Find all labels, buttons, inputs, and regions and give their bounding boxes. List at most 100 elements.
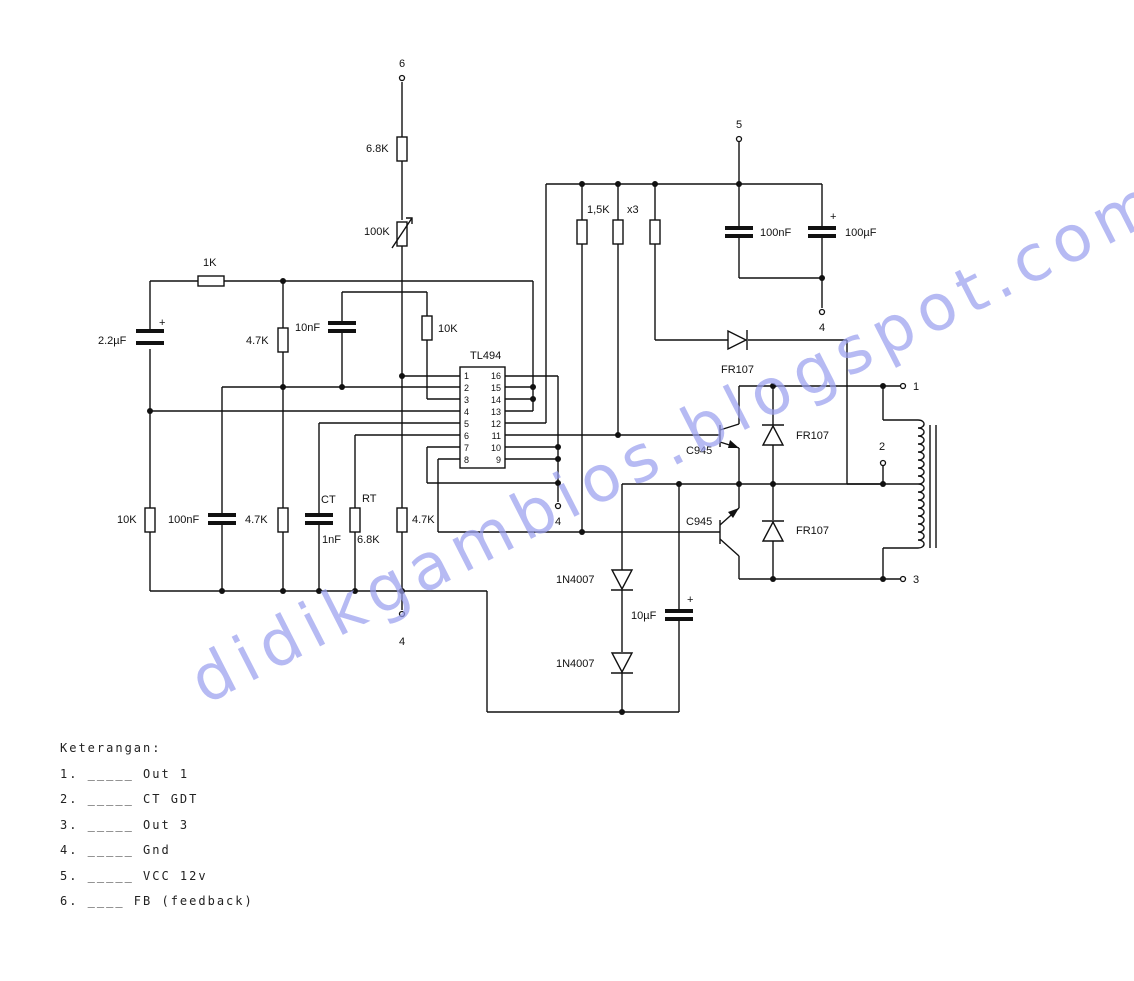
junction-dot bbox=[676, 481, 682, 487]
junction-dot bbox=[652, 181, 658, 187]
legend-item-1: 1. _____ Out 1 bbox=[60, 766, 190, 781]
ic-pin-13: 13 bbox=[491, 407, 501, 417]
resistor-1k5-b bbox=[612, 219, 624, 245]
resistor-4k7-c bbox=[396, 507, 408, 533]
resistor-1k bbox=[197, 275, 225, 287]
label-plus-100u: + bbox=[830, 211, 836, 223]
terminal-5-label: 5 bbox=[736, 119, 742, 131]
potentiometer-100k bbox=[391, 217, 413, 249]
ic-pin-16: 16 bbox=[491, 371, 501, 381]
terminal-2-label: 2 bbox=[879, 441, 885, 453]
resistor-10k-b bbox=[144, 507, 156, 533]
label-c945-a: C945 bbox=[686, 445, 712, 457]
label-6k8-top: 6.8K bbox=[366, 143, 389, 155]
resistor-1k5-c bbox=[649, 219, 661, 245]
transistors bbox=[719, 423, 740, 557]
label-ct: CT bbox=[321, 494, 336, 506]
capacitor-ct bbox=[305, 513, 333, 525]
diode-fr107-c bbox=[761, 520, 785, 542]
label-x3: x3 bbox=[627, 204, 639, 216]
junction-dot bbox=[530, 384, 536, 390]
resistors bbox=[144, 136, 661, 533]
junction-dot bbox=[770, 383, 776, 389]
ic-label: TL494 bbox=[470, 350, 501, 362]
ic-pin-3: 3 bbox=[464, 395, 469, 405]
junction-dot bbox=[352, 588, 358, 594]
label-1n4007-a: 1N4007 bbox=[556, 574, 595, 586]
label-10u: 10µF bbox=[631, 610, 657, 622]
label-c945-b: C945 bbox=[686, 516, 712, 528]
label-ct-val: 1nF bbox=[322, 534, 341, 546]
ic-pin-2: 2 bbox=[464, 383, 469, 393]
junction-dot bbox=[579, 181, 585, 187]
transformer bbox=[917, 419, 937, 549]
junction-dot bbox=[736, 481, 742, 487]
label-plus-2u2: + bbox=[159, 317, 165, 329]
junction-dots bbox=[147, 181, 886, 715]
watermark: didikgambios.blogspot.com bbox=[179, 163, 1134, 720]
terminal-6-label: 6 bbox=[399, 58, 405, 70]
ic-pin-11: 11 bbox=[492, 431, 501, 441]
junction-dot bbox=[280, 588, 286, 594]
label-plus-10u: + bbox=[687, 594, 693, 606]
junction-dot bbox=[880, 576, 886, 582]
transistor-c945-a bbox=[719, 423, 740, 449]
transistor-c945-b bbox=[719, 507, 740, 557]
component-labels: 6.8K 100K 1K 2.2µF + 4.7K 10nF 10K 10K 1… bbox=[98, 143, 877, 670]
junction-dot bbox=[219, 588, 225, 594]
label-1n4007-b: 1N4007 bbox=[556, 658, 595, 670]
label-4k7-a: 4.7K bbox=[246, 335, 269, 347]
diodes bbox=[610, 329, 785, 674]
legend-item-4: 4. _____ Gnd bbox=[60, 843, 171, 857]
label-1k5: 1,5K bbox=[587, 204, 610, 216]
resistor-4k7-a bbox=[277, 327, 289, 353]
junction-dot bbox=[399, 373, 405, 379]
capacitor-2u2 bbox=[136, 329, 164, 345]
diode-1n4007-b bbox=[610, 652, 634, 674]
junction-dot bbox=[316, 588, 322, 594]
terminal-3-label: 3 bbox=[913, 574, 919, 586]
resistor-1k5-a bbox=[576, 219, 588, 245]
label-100n-b: 100nF bbox=[760, 227, 791, 239]
ic-pin-5: 5 bbox=[464, 419, 469, 429]
terminal-4a-label: 4 bbox=[819, 322, 825, 334]
label-100n-a: 100nF bbox=[168, 514, 199, 526]
label-4k7-b: 4.7K bbox=[245, 514, 268, 526]
capacitor-10n bbox=[328, 321, 356, 333]
junction-dot bbox=[619, 709, 625, 715]
ic-pin-12: 12 bbox=[491, 419, 501, 429]
junction-dot bbox=[615, 432, 621, 438]
terminal-4b-label: 4 bbox=[555, 516, 561, 528]
ic-pin-1: 1 bbox=[464, 371, 469, 381]
ic-pin-15: 15 bbox=[491, 383, 501, 393]
ic-pin-4: 4 bbox=[464, 407, 469, 417]
capacitor-100n-b bbox=[725, 226, 753, 238]
legend-item-6: 6. ____ FB (feedback) bbox=[60, 894, 254, 908]
label-10n: 10nF bbox=[295, 322, 320, 334]
legend-item-2: 2. _____ CT GDT bbox=[60, 792, 199, 806]
capacitor-100u bbox=[808, 226, 836, 238]
label-1k: 1K bbox=[203, 257, 217, 269]
label-10k-b: 10K bbox=[117, 514, 137, 526]
junction-dot bbox=[339, 384, 345, 390]
junction-dot bbox=[880, 383, 886, 389]
terminals: 6 5 4 4 4 1 2 3 bbox=[398, 58, 919, 648]
diode-fr107-a bbox=[727, 329, 748, 351]
junction-dot bbox=[555, 480, 561, 486]
resistor-4k7-b bbox=[277, 507, 289, 533]
label-4k7-c: 4.7K bbox=[412, 514, 435, 526]
resistor-6k8-top bbox=[396, 136, 408, 162]
label-rt: RT bbox=[362, 493, 377, 505]
label-100u: 100µF bbox=[845, 227, 877, 239]
ic-pin-14: 14 bbox=[491, 395, 501, 405]
label-rt-val: 6.8K bbox=[357, 534, 380, 546]
capacitors bbox=[136, 226, 836, 621]
resistor-10k-a bbox=[421, 315, 433, 341]
junction-dot bbox=[819, 275, 825, 281]
diode-fr107-b bbox=[761, 424, 785, 446]
junction-dot bbox=[399, 588, 405, 594]
ic-pin-6: 6 bbox=[464, 431, 469, 441]
